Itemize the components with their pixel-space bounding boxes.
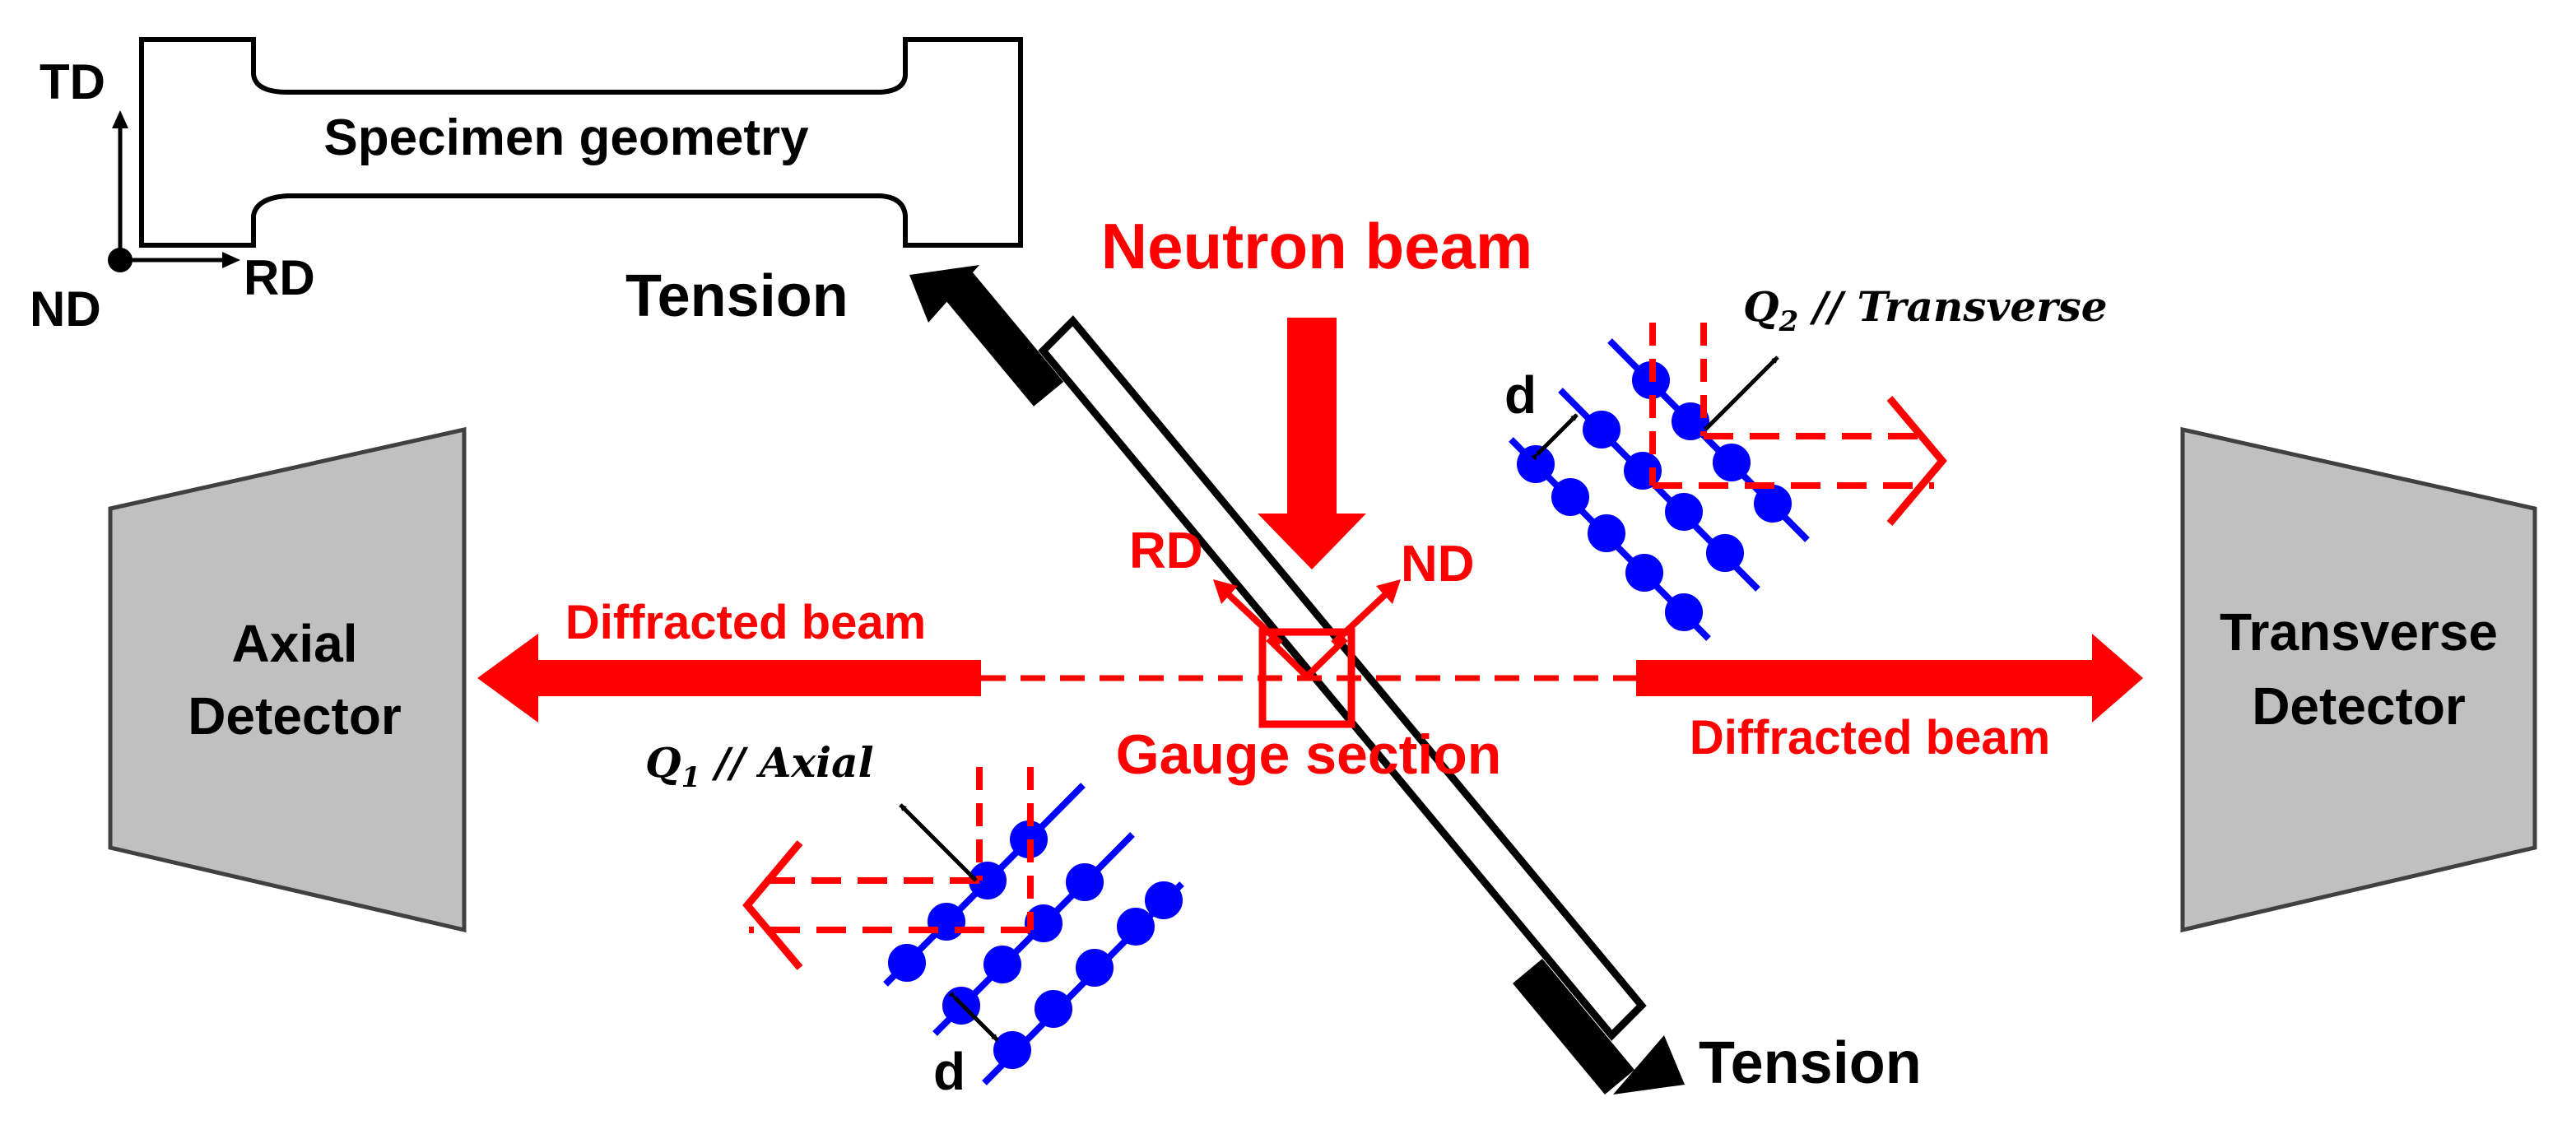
d-label-axial: d xyxy=(933,1042,965,1101)
q1-label: Q1 // Axial xyxy=(645,738,874,794)
q2-subscript: 2 xyxy=(1779,305,1799,338)
diffracted-beam-arrow-right xyxy=(1636,634,2143,723)
diffracted-beam-label-left: Diffracted beam xyxy=(565,596,926,649)
rd-direction-label: RD xyxy=(1129,523,1203,579)
specimen-title: Specimen geometry xyxy=(323,109,809,166)
neutron-beam-label: Neutron beam xyxy=(1101,210,1532,282)
specimen-strip xyxy=(1038,315,1647,1041)
transverse-detector-label-1: Transverse xyxy=(2220,602,2498,662)
neutron-beam: Neutron beam xyxy=(1101,210,1532,569)
axial-detector-label-1: Axial xyxy=(232,614,358,673)
specimen-outline xyxy=(139,37,1023,248)
axial-dashed-arrow xyxy=(742,767,1034,970)
q1-symbol: Q xyxy=(645,738,681,787)
neutron-beam-arrow xyxy=(1258,318,1366,569)
diffracted-beam-label-right: Diffracted beam xyxy=(1690,711,2050,765)
q2-direction: // Transverse xyxy=(1798,282,2107,331)
q1-vector-arrow xyxy=(899,803,978,882)
axial-detector: Axial Detector xyxy=(108,426,467,933)
transverse-detector: Transverse Detector xyxy=(2180,426,2537,933)
tension-specimen: Tension Tension xyxy=(625,263,1922,1096)
transverse-detector-body xyxy=(2180,426,2537,933)
q1-direction: // Axial xyxy=(700,738,873,787)
d-spacing-arrow-transverse xyxy=(1531,413,1579,461)
axial-lattice: d Q1 // Axial xyxy=(645,738,1184,1101)
nd-direction-arrow xyxy=(1331,588,1392,646)
transverse-dashed-arrow xyxy=(1649,323,1947,526)
gauge-section: RD ND Gauge section xyxy=(1116,523,1502,786)
q2-vector-arrow xyxy=(1704,356,1779,431)
specimen-geometry: Specimen geometry TD ND RD xyxy=(30,37,1023,337)
transverse-detector-label-2: Detector xyxy=(2252,676,2466,736)
td-axis-label: TD xyxy=(40,54,105,109)
rd-axis-label: RD xyxy=(244,250,315,305)
nd-axis-dot xyxy=(108,248,133,272)
diffracted-beam-arrow-left xyxy=(477,634,981,723)
nd-direction-label: ND xyxy=(1401,536,1475,593)
nd-axis-label: ND xyxy=(30,281,101,337)
tension-label-top: Tension xyxy=(625,263,849,329)
transverse-lattice: d Q2 // Transverse xyxy=(1504,282,2108,641)
d-spacing-arrow-axial xyxy=(948,991,999,1042)
lattice-planes xyxy=(1509,338,1810,641)
q2-label: Q2 // Transverse xyxy=(1743,282,2108,338)
lattice-planes xyxy=(883,783,1184,1085)
q1-subscript: 1 xyxy=(681,761,701,794)
tension-label-bottom: Tension xyxy=(1699,1030,1922,1096)
q2-symbol: Q xyxy=(1743,282,1779,331)
diffracted-beams: Diffracted beam Diffracted beam xyxy=(477,596,2143,765)
axial-detector-body xyxy=(108,426,467,933)
gauge-section-label: Gauge section xyxy=(1116,723,1502,786)
rd-direction-arrow xyxy=(1222,588,1283,646)
axial-detector-label-2: Detector xyxy=(188,686,402,746)
d-label-transverse: d xyxy=(1504,365,1537,425)
